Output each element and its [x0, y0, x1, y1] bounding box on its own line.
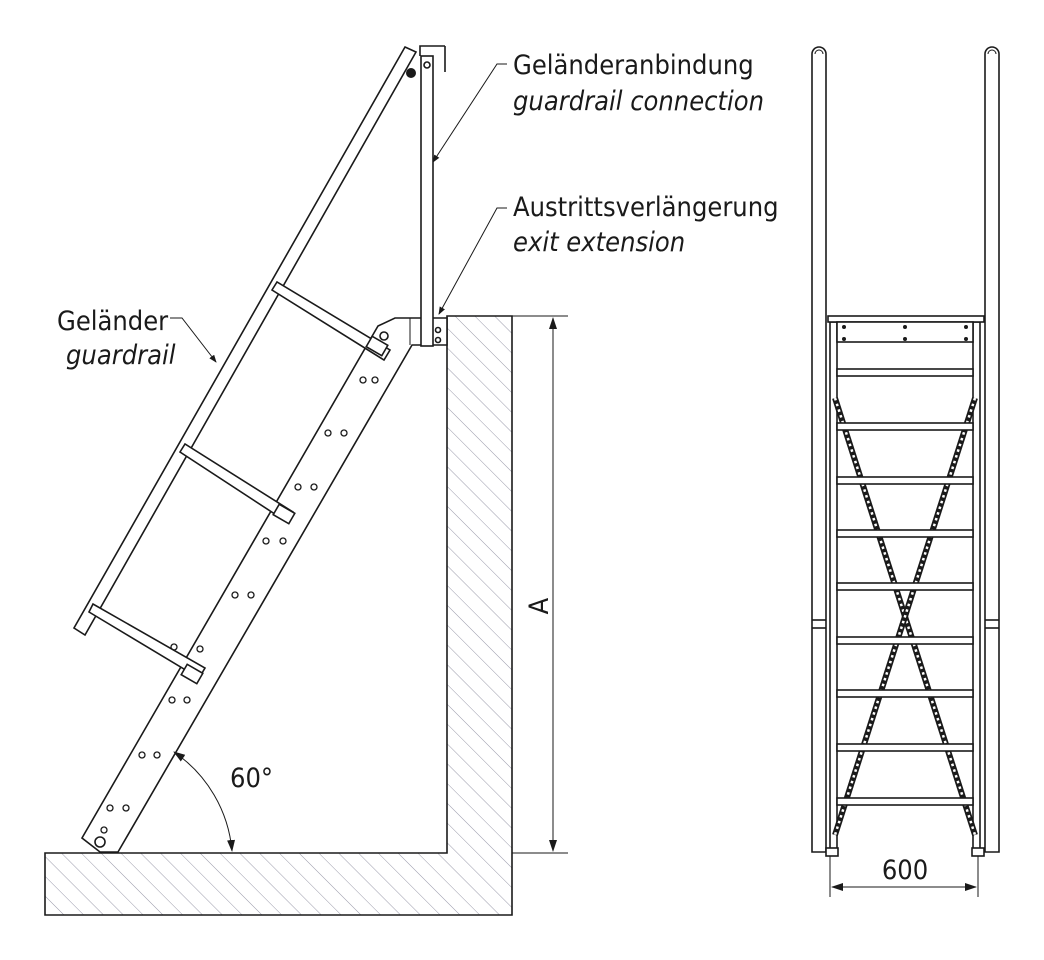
exit-extension-label-en: exit extension: [513, 227, 685, 258]
label-exit-extension: Austrittsverlängerung exit extension: [438, 192, 779, 315]
dimension-angle: 60°: [173, 751, 273, 852]
guardrail-connection-label-en: guardrail connection: [513, 86, 764, 117]
guardrail-label-en: guardrail: [66, 340, 176, 371]
treads: [836, 368, 974, 806]
right-handrail: [984, 46, 1000, 853]
dimension-width: 600: [829, 855, 979, 897]
guardrail-connection-post: [406, 45, 446, 347]
platform-bolts: [842, 325, 968, 341]
stair-stringer: [80, 317, 448, 853]
front-view: 600: [811, 46, 1000, 897]
dimension-height: A: [512, 315, 568, 854]
guardrail-label-de: Geländer: [57, 306, 168, 337]
width-dimension-label: 600: [882, 855, 928, 886]
guardrail: [72, 45, 418, 685]
left-handrail: [811, 46, 827, 853]
label-guardrail: Geländer guardrail: [57, 306, 217, 371]
cross-bracing: [832, 397, 978, 836]
guardrail-connection-label-de: Geländeranbindung: [513, 50, 754, 81]
exit-platform: [827, 315, 985, 323]
exit-extension-label-de: Austrittsverlängerung: [513, 192, 779, 223]
label-guardrail-connection: Geländeranbindung guardrail connection: [432, 50, 764, 163]
height-dimension-label: A: [524, 597, 555, 614]
angle-label: 60°: [230, 763, 273, 794]
exit-platform-plate: [836, 321, 974, 343]
side-view: A 60° Geländer guardrail Geländeranbindu…: [44, 45, 779, 916]
